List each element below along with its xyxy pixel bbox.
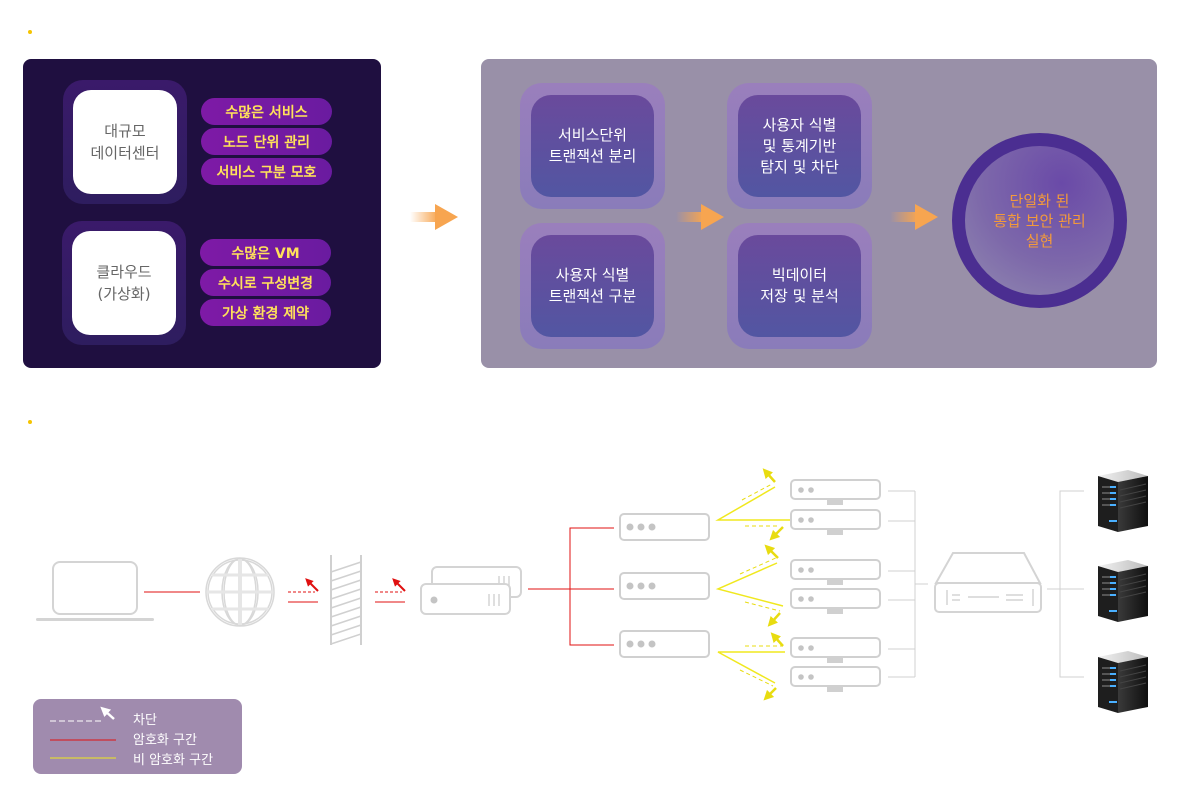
app-server-icon: [790, 666, 881, 693]
environment-label: 클라우드 (가상화): [72, 231, 176, 335]
flow-arrow-icon: [410, 204, 458, 230]
step-label: 서비스단위 트랜잭션 분리: [531, 95, 654, 197]
internal-link: [888, 490, 928, 678]
section-2-bullet: [28, 420, 32, 424]
feature-pill: 수많은 서비스: [201, 98, 332, 125]
app-server-icon: [790, 637, 881, 664]
storage-switch-icon: [934, 552, 1042, 613]
environment-label: 대규모 데이터센터: [73, 90, 177, 194]
app-server-icon: [790, 479, 881, 506]
feature-pill: 서비스 구분 모호: [201, 158, 332, 185]
legend-label-encrypted: 암호화 구간: [133, 733, 197, 748]
database-server-icon: [1097, 650, 1149, 714]
unencrypted-link: [715, 486, 790, 684]
blocked-marker: [739, 468, 784, 701]
environment-cloud: 클라우드 (가상화): [62, 221, 186, 345]
step-label: 사용자 식별 및 통계기반 탐지 및 차단: [738, 95, 861, 197]
feature-pill: 수시로 구성변경: [200, 269, 331, 296]
feature-pill: 수많은 VM: [200, 239, 331, 266]
internet-globe-icon: [205, 557, 275, 627]
step-label: 빅데이터 저장 및 분석: [738, 235, 861, 337]
solution-step: 서비스단위 트랜잭션 분리: [520, 83, 665, 209]
problem-panel: 대규모 데이터센터 수많은 서비스 노드 단위 관리 서비스 구분 모호 클라우…: [23, 59, 381, 368]
database-server-icon: [1097, 559, 1149, 623]
proxy-server-icon: [619, 630, 710, 658]
goal-circle: 단일화 된 통합 보안 관리 실현: [952, 133, 1127, 308]
solution-step: 사용자 식별 트랜잭션 구분: [520, 223, 665, 349]
app-server-icon: [790, 509, 881, 536]
legend: 차단 암호화 구간 비 암호화 구간: [33, 699, 242, 774]
legend-swatches: [50, 706, 116, 759]
solution-step: 빅데이터 저장 및 분석: [727, 223, 872, 349]
feature-pill: 가상 환경 제약: [200, 299, 331, 326]
legend-blocked-swatch: [50, 706, 115, 722]
firewall-icon: [330, 555, 362, 645]
blocked-marker: [375, 578, 406, 603]
legend-label-unencrypted: 비 암호화 구간: [133, 753, 214, 768]
app-server-icon: [790, 559, 881, 586]
blocked-marker: [288, 578, 319, 603]
feature-pill: 노드 단위 관리: [201, 128, 332, 155]
encrypted-link: [528, 527, 614, 646]
database-server-icon: [1097, 469, 1149, 533]
app-server-icon: [790, 588, 881, 615]
step-label: 사용자 식별 트랜잭션 구분: [531, 235, 654, 337]
goal-label: 단일화 된 통합 보안 관리 실현: [965, 146, 1114, 295]
legend-label-blocked: 차단: [133, 713, 157, 728]
internal-link: [1047, 490, 1084, 678]
proxy-server-icon: [619, 572, 710, 600]
environment-datacenter: 대규모 데이터센터: [63, 80, 187, 204]
network-diagram: [36, 468, 1149, 714]
laptop-icon: [36, 561, 154, 621]
gateway-server-icon: [420, 566, 522, 615]
proxy-server-icon: [619, 513, 710, 541]
section-1-bullet: [28, 30, 32, 34]
solution-step: 사용자 식별 및 통계기반 탐지 및 차단: [727, 83, 872, 209]
flow-arrow-icon: [676, 204, 724, 230]
flow-arrow-icon: [890, 204, 938, 230]
